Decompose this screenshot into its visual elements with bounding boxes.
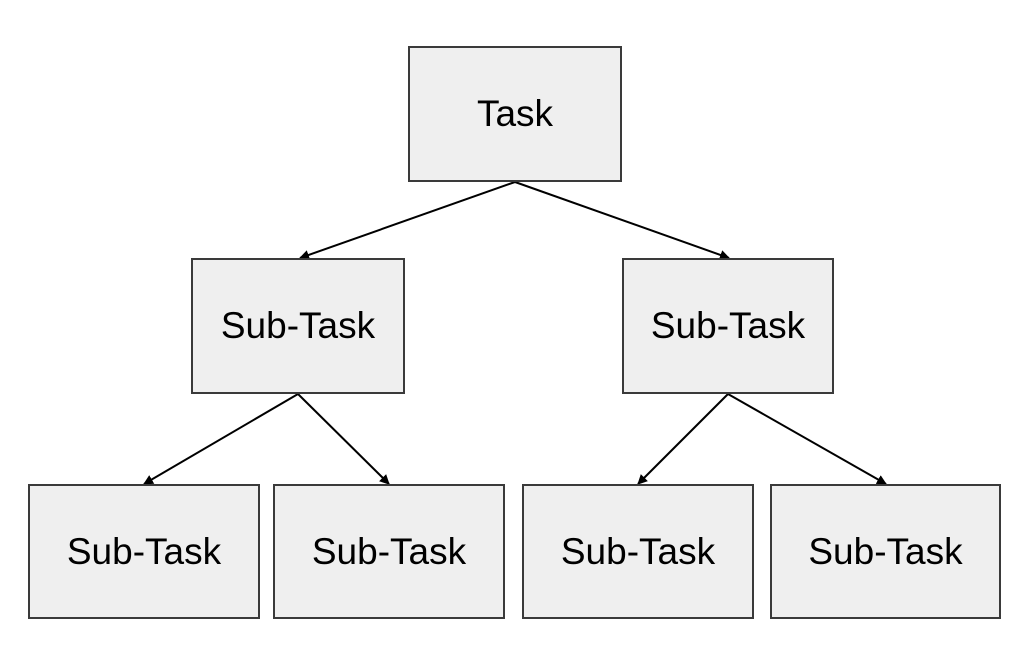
subtask-node-label: Sub-Task <box>560 530 716 572</box>
task-node-label: Task <box>476 93 554 134</box>
subtask-node-right: Sub-Task <box>622 258 834 394</box>
edge-task-to-left-subtask <box>299 181 516 260</box>
edge-left-subtask-to-bottom-2 <box>297 393 390 485</box>
edge-right-subtask-to-bottom-4 <box>727 393 887 485</box>
subtask-node-bottom-2: Sub-Task <box>273 484 505 619</box>
subtask-node-label: Sub-Task <box>650 305 806 346</box>
edge-left-subtask-to-bottom-1 <box>143 393 299 485</box>
task-node: Task <box>408 46 622 182</box>
edge-task-to-right-subtask <box>514 181 730 260</box>
edge-right-subtask-to-bottom-3 <box>637 393 729 485</box>
subtask-node-bottom-4: Sub-Task <box>770 484 1001 619</box>
subtask-node-left: Sub-Task <box>191 258 405 394</box>
subtask-node-label: Sub-Task <box>66 530 222 572</box>
subtask-node-label: Sub-Task <box>220 305 376 346</box>
subtask-node-label: Sub-Task <box>808 530 963 572</box>
subtask-node-bottom-1: Sub-Task <box>28 484 260 619</box>
subtask-node-bottom-3: Sub-Task <box>522 484 754 619</box>
subtask-node-label: Sub-Task <box>311 530 467 572</box>
